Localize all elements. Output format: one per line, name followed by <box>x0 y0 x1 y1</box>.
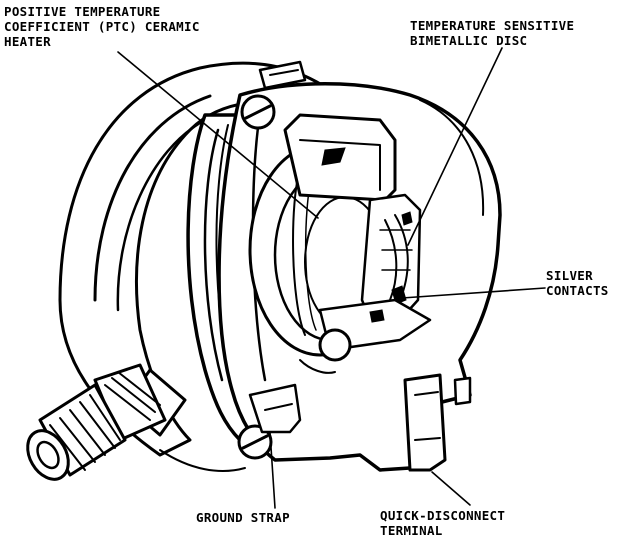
screw-top <box>240 94 276 130</box>
terminal-tab <box>403 373 472 472</box>
ground-post <box>299 328 352 374</box>
threaded-fitting <box>26 363 187 481</box>
leader-lines <box>117 47 546 509</box>
label-ptc-heater: POSITIVE TEMPERATURE COEFFICIENT (PTC) C… <box>4 4 200 49</box>
rim-detail <box>258 60 307 90</box>
cutaway-top <box>283 113 397 202</box>
ground-strap-part <box>248 383 302 434</box>
label-silver-contacts: SILVER CONTACTS <box>546 268 609 298</box>
label-ground-strap: GROUND STRAP <box>196 510 290 525</box>
label-quick-disconnect: QUICK-DISCONNECT TERMINAL <box>380 508 506 538</box>
label-bimetallic-disc: TEMPERATURE SENSITIVE BIMETALLIC DISC <box>410 18 575 48</box>
